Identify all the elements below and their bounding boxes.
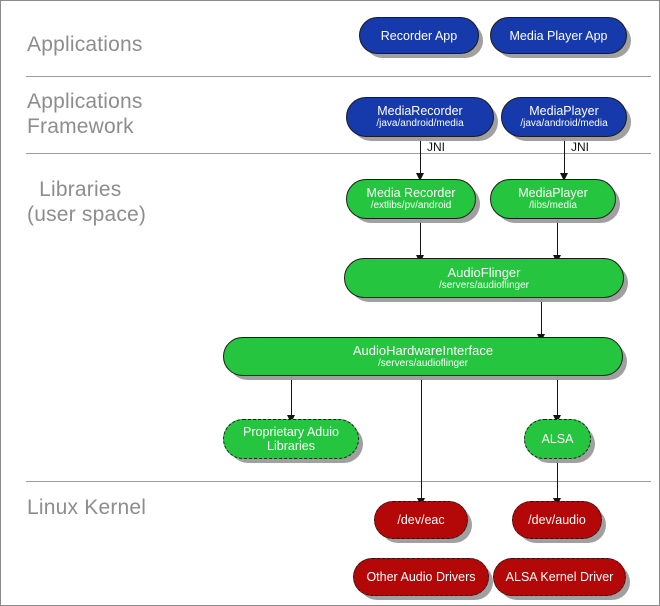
node-alsa[interactable]: ALSA bbox=[524, 419, 591, 459]
node-title: ALSA Kernel Driver bbox=[505, 570, 614, 584]
node-subtitle: /libs/media bbox=[529, 200, 577, 211]
node-title: AudioFlinger bbox=[447, 264, 521, 280]
divider-applications bbox=[26, 76, 651, 77]
node-title: AudioHardwareInterface bbox=[352, 343, 494, 358]
connector-ahi-alsa bbox=[557, 376, 558, 418]
band-label-applications-framework: Applications Framework bbox=[27, 90, 143, 138]
band-label-applications: Applications bbox=[27, 33, 143, 56]
connector-mediarecorder-audioflinger bbox=[420, 219, 421, 257]
node-media-player-app[interactable]: Media Player App bbox=[490, 17, 627, 54]
connector-label-jni-player: JNI bbox=[571, 140, 589, 154]
connector-ahi-dev-eac bbox=[421, 376, 422, 501]
node-mediarecorder-framework[interactable]: MediaRecorder /java/android/media bbox=[346, 97, 494, 137]
connector-audioflinger-audiohardwareinterface bbox=[541, 298, 542, 336]
connector-label-jni-recorder: JNI bbox=[427, 140, 445, 154]
node-subtitle: /servers/audioflinger bbox=[438, 279, 530, 291]
node-subtitle: /extlibs/pv/android bbox=[370, 200, 452, 211]
node-audioflinger[interactable]: AudioFlinger /servers/audioflinger bbox=[344, 258, 624, 298]
node-subtitle: Libraries bbox=[267, 439, 315, 453]
node-dev-eac[interactable]: /dev/eac bbox=[374, 501, 468, 539]
node-mediaplayer-framework[interactable]: MediaPlayer /java/android/media bbox=[501, 97, 627, 137]
connector-mediaplayer-audioflinger bbox=[557, 219, 558, 257]
divider-framework bbox=[26, 153, 651, 154]
connector-ahi-proprietary-libs bbox=[291, 376, 292, 418]
band-label-libraries: Libraries (user space) bbox=[27, 178, 147, 226]
divider-libraries bbox=[26, 481, 651, 482]
connector-mediaplayer-jni bbox=[564, 137, 565, 175]
arrowhead-mediaplayer-jni bbox=[560, 173, 568, 181]
node-title: Recorder App bbox=[380, 28, 458, 43]
node-subtitle: /servers/audioflinger bbox=[377, 358, 469, 369]
node-title: /dev/audio bbox=[528, 513, 586, 527]
node-mediaplayer-lib[interactable]: MediaPlayer /libs/media bbox=[490, 179, 616, 219]
node-alsa-kernel-driver[interactable]: ALSA Kernel Driver bbox=[493, 558, 626, 596]
band-label-linux-kernel: Linux Kernel bbox=[27, 496, 147, 519]
node-title: Media Recorder bbox=[366, 186, 456, 200]
node-title: /dev/eac bbox=[397, 513, 445, 527]
node-other-audio-drivers[interactable]: Other Audio Drivers bbox=[353, 558, 489, 596]
node-dev-audio[interactable]: /dev/audio bbox=[512, 501, 602, 539]
arrowhead-mediarecorder-jni bbox=[416, 173, 424, 181]
node-recorder-app[interactable]: Recorder App bbox=[359, 17, 479, 54]
node-audiohardwareinterface[interactable]: AudioHardwareInterface /servers/audiofli… bbox=[223, 337, 623, 376]
node-title: MediaPlayer bbox=[518, 186, 588, 200]
connector-mediarecorder-jni bbox=[420, 137, 421, 175]
node-subtitle: /java/android/media bbox=[376, 118, 464, 129]
node-title: ALSA bbox=[541, 432, 574, 446]
node-title: MediaRecorder bbox=[377, 104, 463, 118]
node-title: Other Audio Drivers bbox=[366, 570, 476, 584]
node-title: MediaPlayer bbox=[529, 104, 599, 118]
node-media-recorder-lib[interactable]: Media Recorder /extlibs/pv/android bbox=[346, 179, 476, 219]
node-proprietary-audio-libs[interactable]: Proprietary Aduio Libraries bbox=[223, 419, 359, 459]
node-subtitle: /java/android/media bbox=[520, 118, 608, 129]
connector-alsa-dev-audio bbox=[557, 459, 558, 501]
node-title: Proprietary Aduio bbox=[243, 425, 339, 439]
node-title: Media Player App bbox=[509, 28, 608, 43]
